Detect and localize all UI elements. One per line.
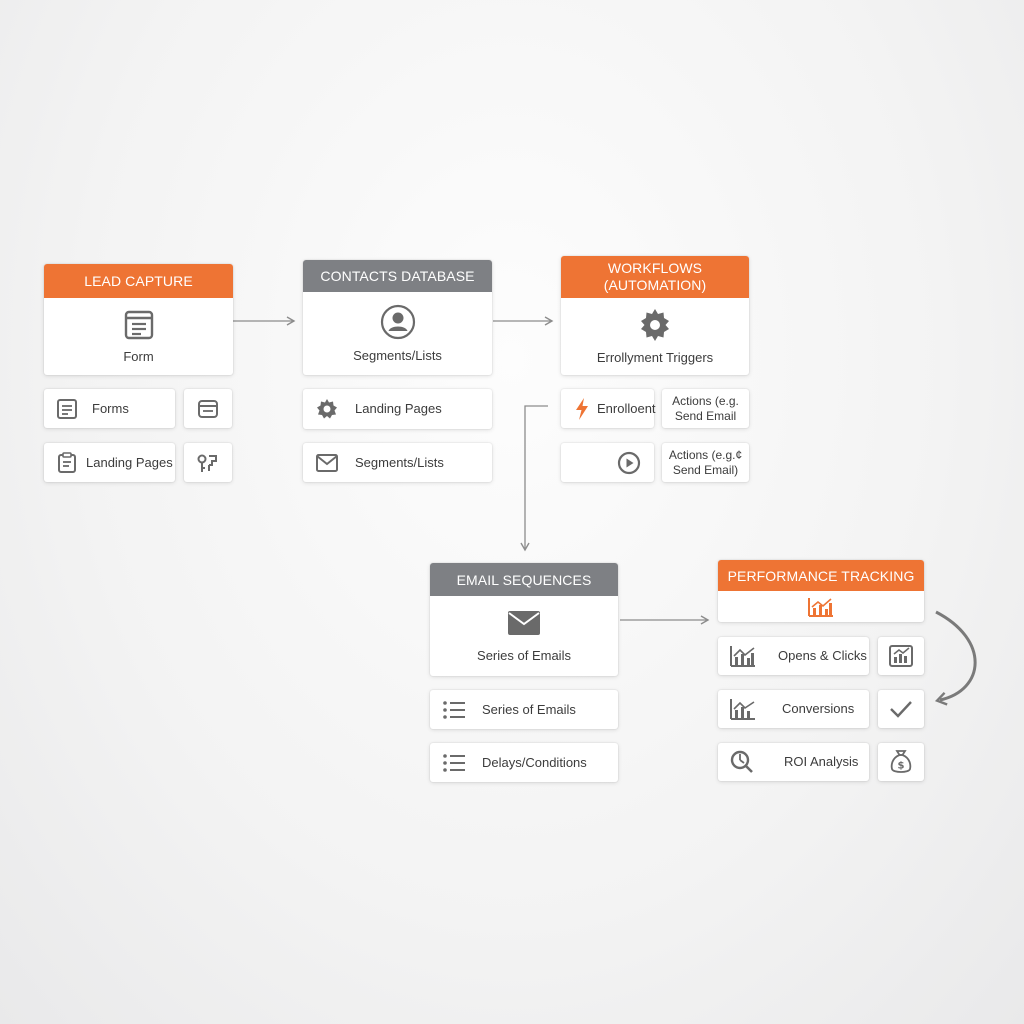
performance-tracking-title: PERFORMANCE TRACKING: [718, 560, 924, 591]
checkmark-icon: [889, 699, 913, 719]
framed-chart-icon: [889, 645, 913, 667]
email-item-label: Series of Emails: [482, 701, 576, 717]
performance-item-roi[interactable]: ROI Analysis: [718, 743, 869, 781]
lead-capture-card[interactable]: LEAD CAPTURE Form: [44, 264, 233, 375]
email-sequences-title: EMAIL SEQUENCES: [430, 563, 618, 596]
workflows-item-label: Enrolloent: [597, 400, 656, 416]
svg-text:$: $: [898, 761, 905, 772]
form-icon: [123, 309, 155, 341]
lead-item-label: Landing Pages: [86, 454, 173, 470]
email-item-series[interactable]: Series of Emails: [430, 690, 618, 729]
lead-item-label: Forms: [92, 400, 129, 416]
performance-item-framed-chart[interactable]: [878, 637, 924, 675]
lead-item-landing-pages[interactable]: Landing Pages: [44, 443, 175, 482]
lead-capture-title: LEAD CAPTURE: [44, 264, 233, 298]
workflows-item-play[interactable]: [561, 443, 654, 482]
envelope-icon: [315, 453, 339, 473]
gear-icon: [315, 397, 339, 421]
lead-item-browser[interactable]: [184, 389, 232, 428]
workflows-title-line1: WORKFLOWS: [607, 260, 703, 276]
user-circle-icon: [380, 304, 416, 340]
browser-window-icon: [197, 398, 219, 420]
performance-item-label: Opens & Clicks: [778, 648, 867, 663]
contacts-item-landing-pages[interactable]: Landing Pages: [303, 389, 492, 429]
workflows-item-actions[interactable]: Actions (e.g. Send Email: [662, 389, 749, 428]
clipboard-icon: [56, 451, 78, 474]
workflows-item-label-line1: Actions (e.g.¢: [668, 447, 743, 462]
contacts-database-card[interactable]: CONTACTS DATABASE Segments/Lists: [303, 260, 492, 375]
workflows-subtitle: Errollyment Triggers: [596, 350, 714, 365]
list-icon: [442, 700, 466, 720]
workflows-title: WORKFLOWS (AUTOMATION): [561, 256, 749, 298]
performance-item-opens-clicks[interactable]: Opens & Clicks: [718, 637, 869, 675]
workflows-item-label-line2: Send Email): [672, 462, 739, 477]
line-chart-icon: [730, 645, 756, 667]
magnifier-icon: [730, 750, 754, 774]
lead-item-settings[interactable]: [184, 443, 232, 482]
email-item-label: Delays/Conditions: [482, 754, 587, 770]
loop-arrow: [934, 610, 977, 706]
performance-item-check[interactable]: [878, 690, 924, 728]
workflows-item-label-line1: Actions (e.g.: [672, 393, 739, 408]
line-chart-icon: [730, 698, 756, 720]
contacts-item-label: Landing Pages: [355, 401, 442, 416]
workflows-item-enrollment[interactable]: Enrolloent: [561, 389, 656, 428]
workflows-title-line2: (AUTOMATION): [603, 277, 707, 293]
performance-item-label: ROI Analysis: [784, 754, 859, 769]
arrow-workflows-to-email: [520, 405, 548, 552]
workflows-card[interactable]: WORKFLOWS (AUTOMATION) Errollyment Trigg…: [561, 256, 749, 375]
contacts-database-title: CONTACTS DATABASE: [303, 260, 492, 292]
lead-capture-subtitle: Form: [123, 349, 154, 364]
form-icon: [56, 398, 78, 420]
contacts-database-subtitle: Segments/Lists: [353, 348, 442, 363]
settings-key-icon: [196, 452, 220, 474]
play-icon: [617, 451, 641, 475]
performance-item-conversions[interactable]: Conversions: [718, 690, 869, 728]
workflows-item-actions-2[interactable]: Actions (e.g.¢ Send Email): [662, 443, 749, 482]
lead-item-forms[interactable]: Forms: [44, 389, 175, 428]
email-sequences-subtitle: Series of Emails: [477, 647, 571, 663]
workflows-item-label-line2: Send Email: [674, 408, 737, 423]
bar-chart-icon: [808, 597, 834, 617]
contacts-item-segments[interactable]: Segments/Lists: [303, 443, 492, 482]
money-bag-icon: $: [890, 749, 912, 775]
envelope-icon: [507, 610, 541, 636]
lightning-icon: [573, 397, 591, 421]
gear-icon: [638, 308, 672, 342]
list-icon: [442, 753, 466, 773]
email-sequences-card[interactable]: EMAIL SEQUENCES Series of Emails: [430, 563, 618, 676]
performance-item-label: Conversions: [782, 701, 855, 716]
email-item-delays[interactable]: Delays/Conditions: [430, 743, 618, 782]
performance-tracking-card[interactable]: PERFORMANCE TRACKING: [718, 560, 924, 622]
contacts-item-label: Segments/Lists: [355, 454, 444, 470]
performance-item-money[interactable]: $: [878, 743, 924, 781]
